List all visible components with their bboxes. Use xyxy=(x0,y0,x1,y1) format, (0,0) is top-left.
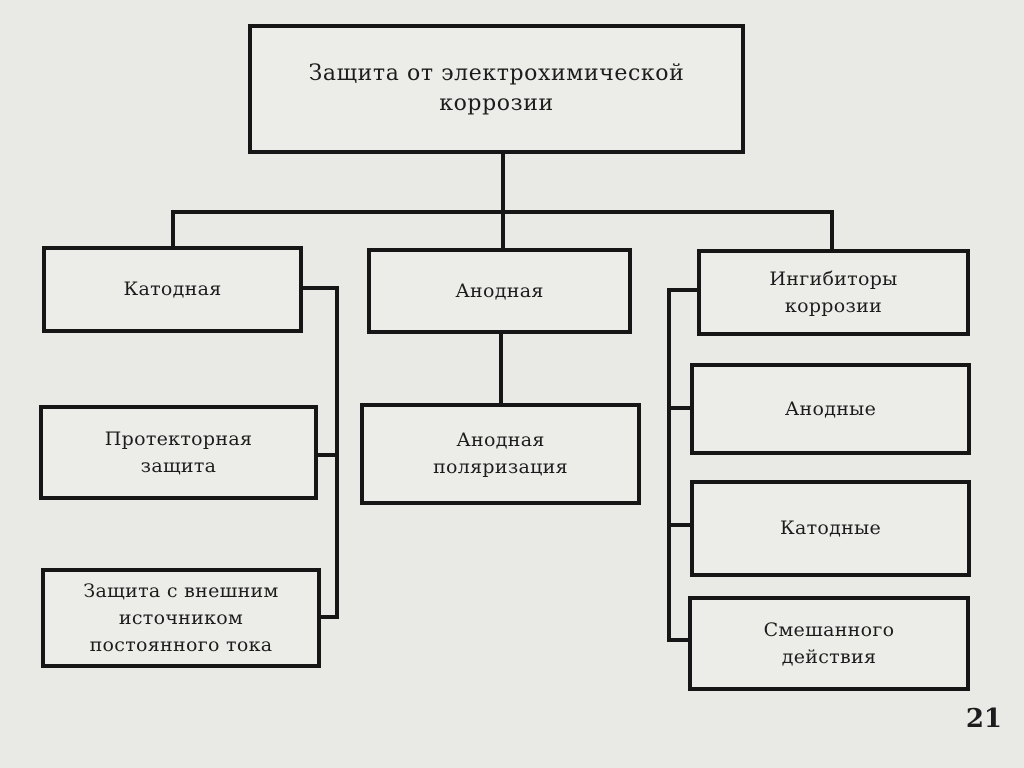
anodic-polarization-box: Анодная поляризация xyxy=(360,403,641,505)
root-box: Защита от электрохимической коррозии xyxy=(248,24,745,154)
page-number: 21 xyxy=(965,704,1002,734)
inhibitors-box: Ингибиторы коррозии xyxy=(697,249,970,336)
anodic-box: Анодная xyxy=(367,248,632,334)
cathodic-box: Катодная xyxy=(42,246,303,333)
cathodic-inhibitors-box: Катодные xyxy=(690,480,971,577)
protector-protection-box: Протекторная защита xyxy=(39,405,318,500)
anodic-inhibitors-box: Анодные xyxy=(690,363,971,455)
external-current-protection-box: Защита с внешним источником постоянного … xyxy=(41,568,321,668)
mixed-inhibitors-box: Смешанного действия xyxy=(688,596,970,691)
